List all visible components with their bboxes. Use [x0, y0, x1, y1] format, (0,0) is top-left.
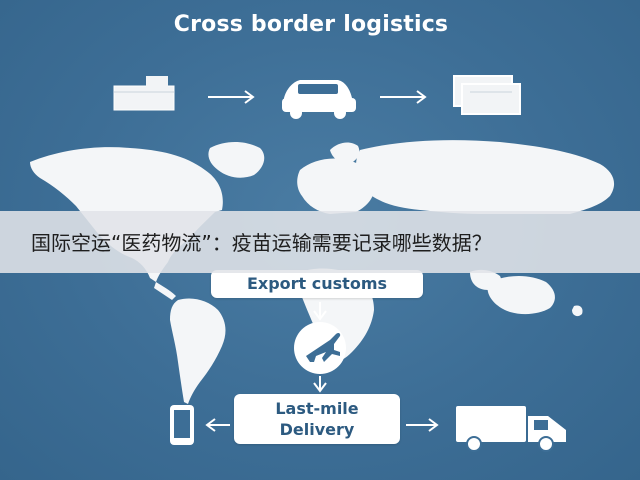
arrow-right-icon [208, 90, 255, 104]
delivery-label: Delivery [279, 420, 355, 439]
documents-icon [453, 75, 521, 115]
caption-text: 国际空运“医药物流”：疫苗运输需要记录哪些数据？ [31, 231, 492, 255]
arrow-left-icon [205, 418, 230, 432]
south-america-shape [170, 298, 226, 404]
greenland-shape [208, 142, 265, 178]
scandinavia-shape [330, 142, 360, 164]
export-customs-box: Export customs [211, 270, 423, 298]
arrow-right-icon [380, 90, 427, 104]
package-icon [113, 76, 175, 111]
last-mile-label: Last-mile [275, 399, 359, 418]
australia-shape [487, 276, 555, 315]
smartphone-icon [170, 405, 194, 445]
page-title: Cross border logistics [173, 12, 449, 37]
central-america-shape [154, 282, 176, 300]
airplane-icon [294, 322, 346, 374]
arrow-down-icon [313, 376, 327, 393]
truck-icon [456, 406, 566, 452]
last-mile-delivery-box: Last-mile Delivery [234, 394, 400, 444]
arrow-down-icon [313, 302, 327, 321]
arrow-right-icon [406, 418, 439, 432]
caption-banner [0, 211, 640, 273]
car-icon [282, 80, 356, 119]
new-zealand-shape [572, 305, 583, 317]
europe-shape [297, 158, 375, 214]
asia-shape [356, 140, 615, 214]
